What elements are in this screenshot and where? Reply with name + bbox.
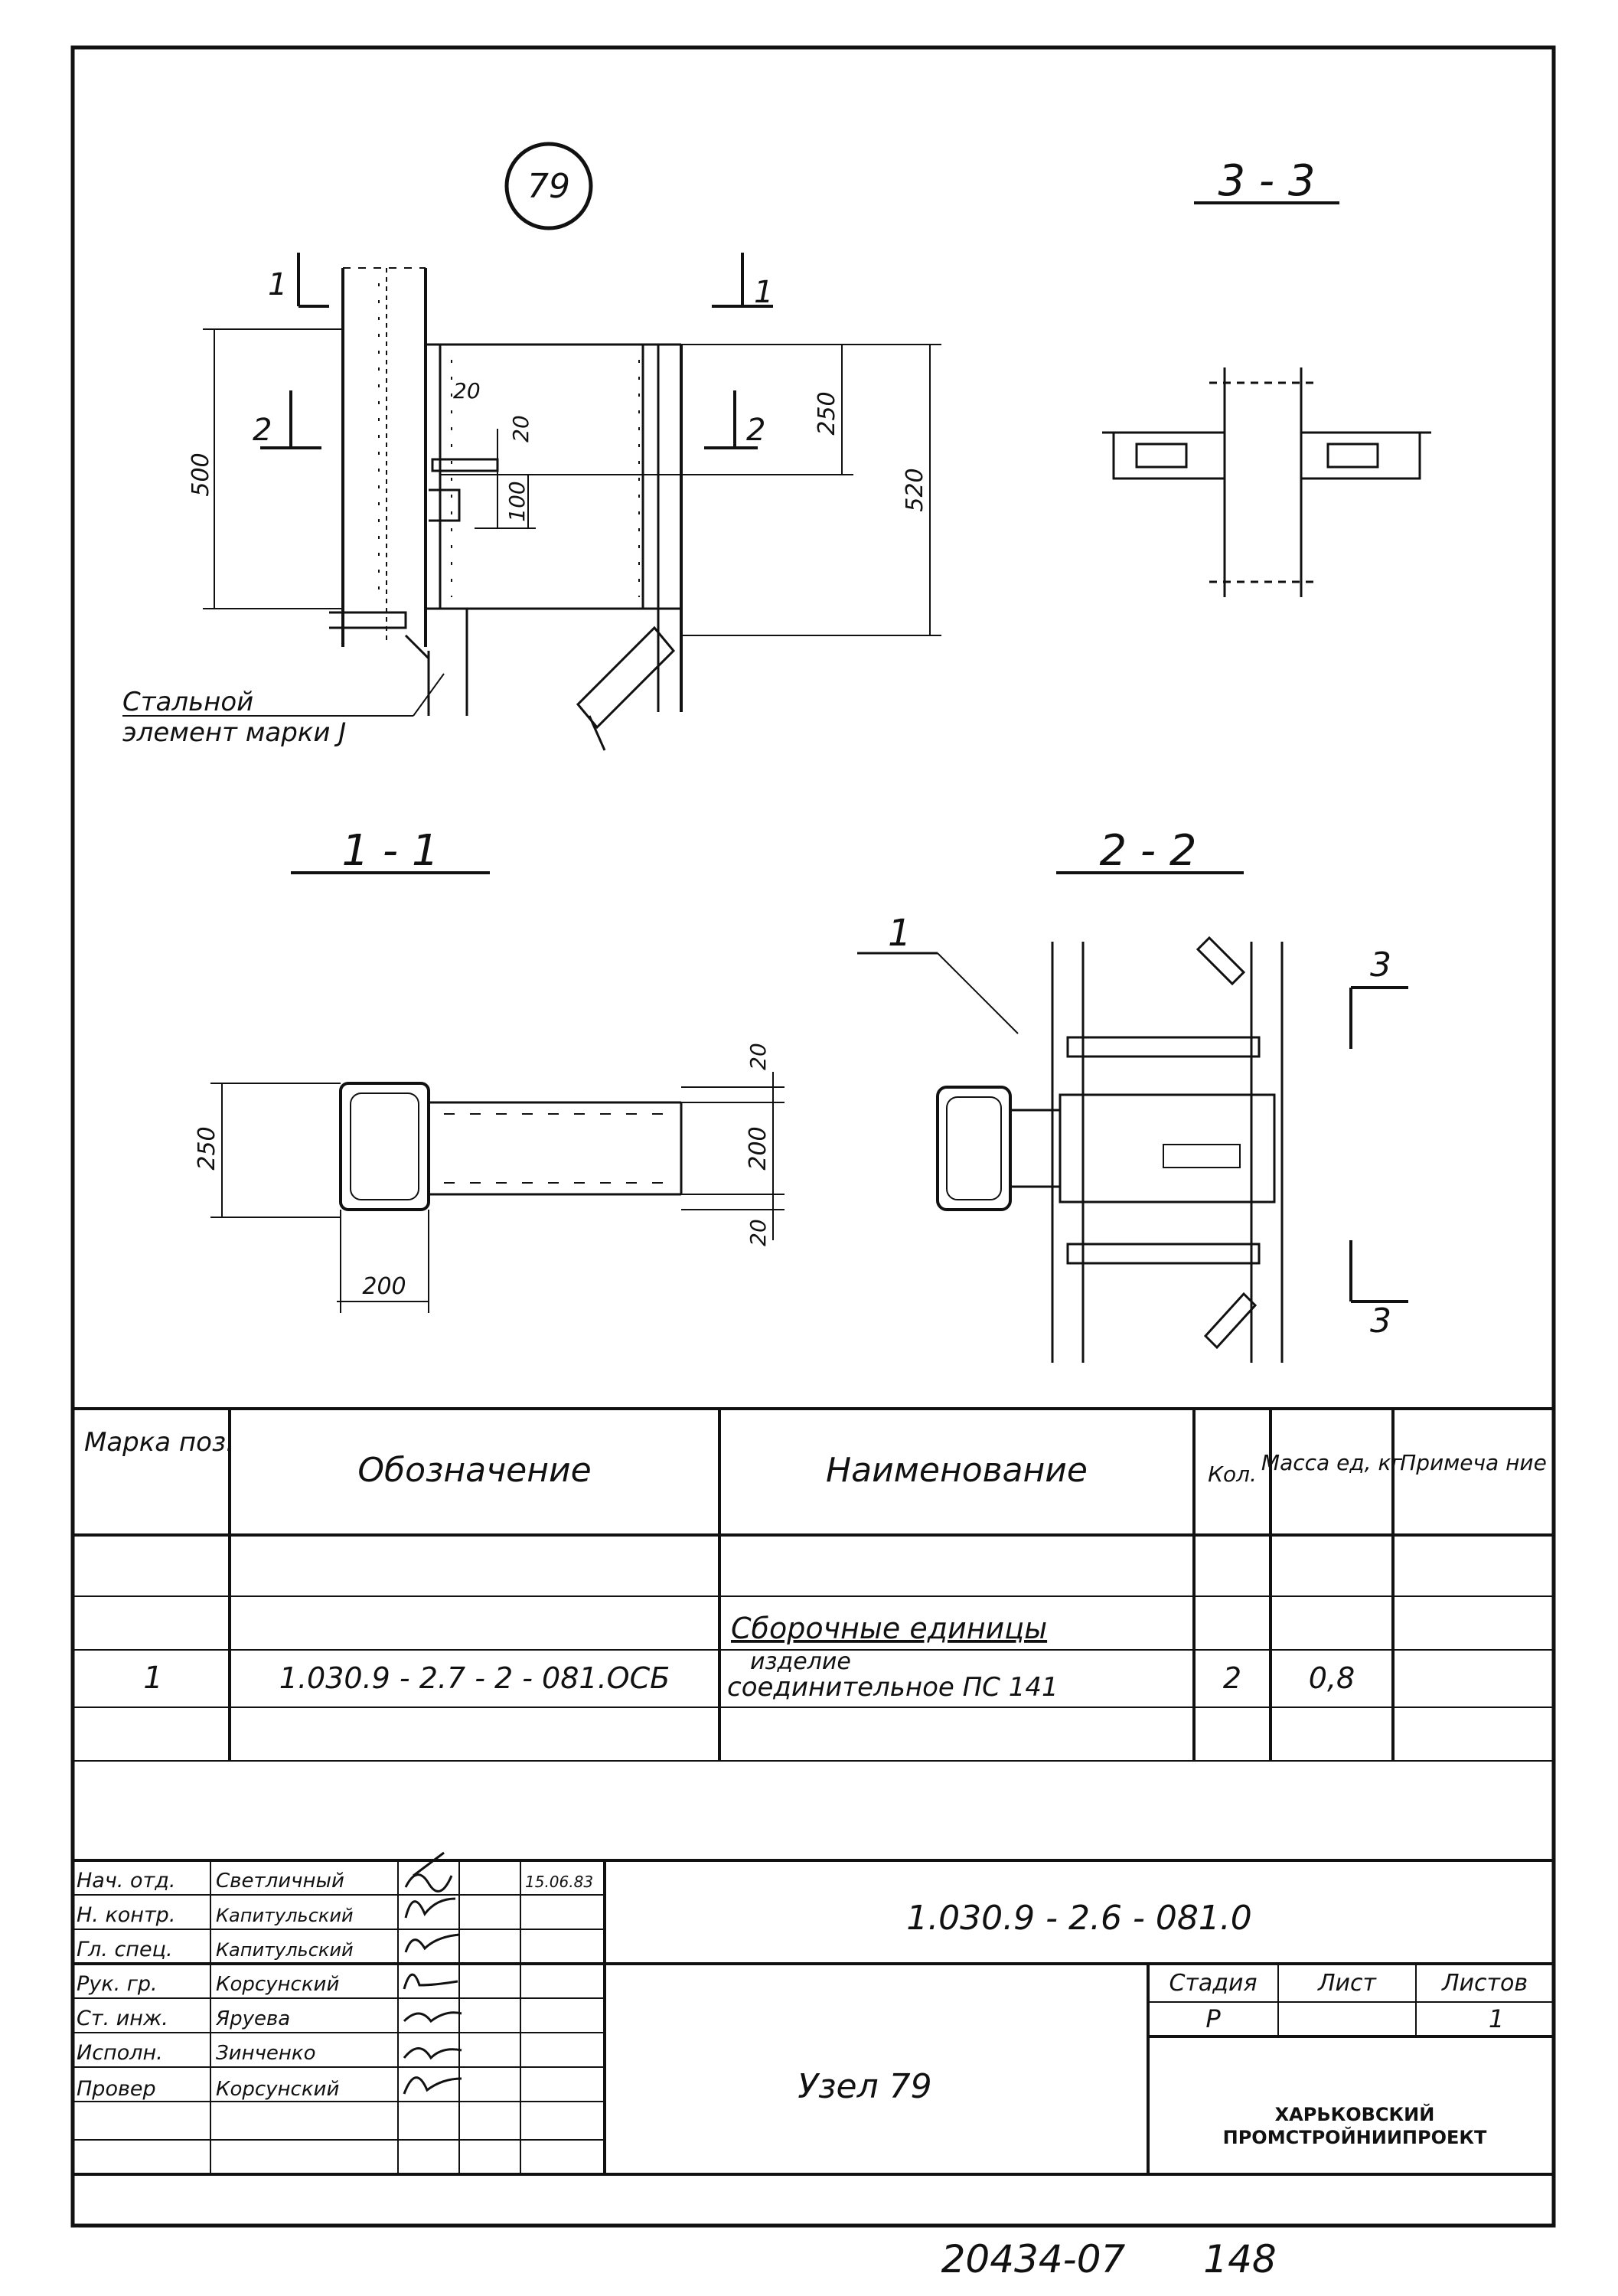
cut-mark-2-left: 2 [253,413,272,448]
tb-name-5: Зинченко [216,2042,316,2065]
header-mark-text: Марка поз. [84,1427,234,1458]
dim-200-section-bottom: 200 [362,1273,406,1300]
tb-name-3: Корсунский [216,1973,339,1996]
dim-500: 500 [188,452,214,496]
dim-20-main-a: 20 [453,378,481,403]
tb-sheets-value: 1 [1489,2004,1504,2033]
tb-date: 15.06.83 [525,1873,593,1891]
tb-name-1: Капитульский [216,1905,354,1926]
tb-name-4: Яруева [215,2007,290,2030]
header-name: Наименование [826,1451,1088,1490]
node-badge: 79 [527,167,570,206]
tb-role-1: Н. контр. [77,1903,175,1927]
tb-role-2: Гл. спец. [77,1938,173,1961]
tb-org-line1: ХАРЬКОВСКИЙ [1275,2103,1435,2125]
section-1-1-view [210,871,785,1313]
section-3-3-view [1102,201,1431,597]
row1-mass: 0,8 [1309,1661,1355,1695]
tb-role-5: Исполн. [77,2041,163,2065]
section-2-2-view [857,871,1408,1363]
section-2-2-title: 2 - 2 [1099,826,1196,876]
main-elevation-view [122,142,941,751]
row1-qty: 2 [1223,1661,1241,1695]
header-mark: Марка поз. [84,1427,234,1458]
tb-role-6: Провер [77,2077,156,2101]
cut-mark-3-bottom: 3 [1370,1302,1391,1341]
cut-mark-1-right: 1 [754,275,773,310]
cut-mark-2-right: 2 [746,413,765,448]
row1-designation: 1.030.9 - 2.7 - 2 - 081.ОСБ [279,1661,670,1695]
element-callout-line1: Стальной [122,687,253,717]
dim-250-main: 250 [814,391,840,435]
header-mass: Масса ед, кг [1261,1450,1402,1475]
tb-role-0: Нач. отд. [77,1869,175,1893]
dim-20-main-b: 20 [508,415,533,443]
signatures [403,1851,462,2095]
tb-org-line2: ПРОМСТРОЙНИИПРОЕКТ [1223,2126,1487,2148]
row1-name-line1: изделие [750,1648,851,1675]
tb-stage-label: Стадия [1169,1970,1257,1997]
archive-number: 20434-07 [941,2237,1126,2281]
tb-doc-number: 1.030.9 - 2.6 - 081.0 [906,1899,1252,1938]
tb-name-0: Светличный [216,1870,344,1893]
row1-name-line2: соединительное ПС 141 [727,1672,1059,1703]
dim-20-section-bottom: 20 [745,1219,771,1246]
dim-200-section-right: 200 [745,1126,771,1170]
spec-table-grid [73,1407,1554,1762]
dim-100-main: 100 [504,481,530,521]
dim-520: 520 [902,468,928,511]
tb-name-6: Корсунский [216,2078,339,2101]
dim-250-section: 250 [194,1126,220,1170]
tb-title: Узел 79 [798,2067,931,2106]
tb-sheets-label: Листов [1441,1970,1528,1997]
tb-name-2: Капитульский [216,1939,354,1961]
section-1-1-title: 1 - 1 [341,826,439,876]
tb-stage-value: Р [1205,2004,1221,2033]
cut-mark-1-left: 1 [268,267,287,302]
tb-role-3: Рук. гр. [77,1972,158,1996]
leader-pos-1: 1 [888,912,912,955]
section-assembly-units: Сборочные единицы [731,1612,1047,1645]
node-badge-circle [504,142,593,230]
page-number: 148 [1203,2237,1276,2281]
title-block-grid [73,1859,1554,2176]
header-designation: Обозначение [357,1451,591,1490]
dim-20-section-top: 20 [745,1043,771,1070]
element-callout-line2: элемент марки J [122,717,346,748]
tb-role-4: Ст. инж. [77,2007,168,2030]
tb-sheet-label: Лист [1317,1970,1378,1997]
cut-mark-3-top: 3 [1370,946,1391,985]
header-qty: Кол. [1208,1462,1257,1487]
section-3-3-title: 3 - 3 [1218,156,1315,206]
header-note: Примеча ние [1400,1450,1547,1475]
row1-pos: 1 [143,1661,162,1696]
sheet-frame [70,45,1556,2228]
